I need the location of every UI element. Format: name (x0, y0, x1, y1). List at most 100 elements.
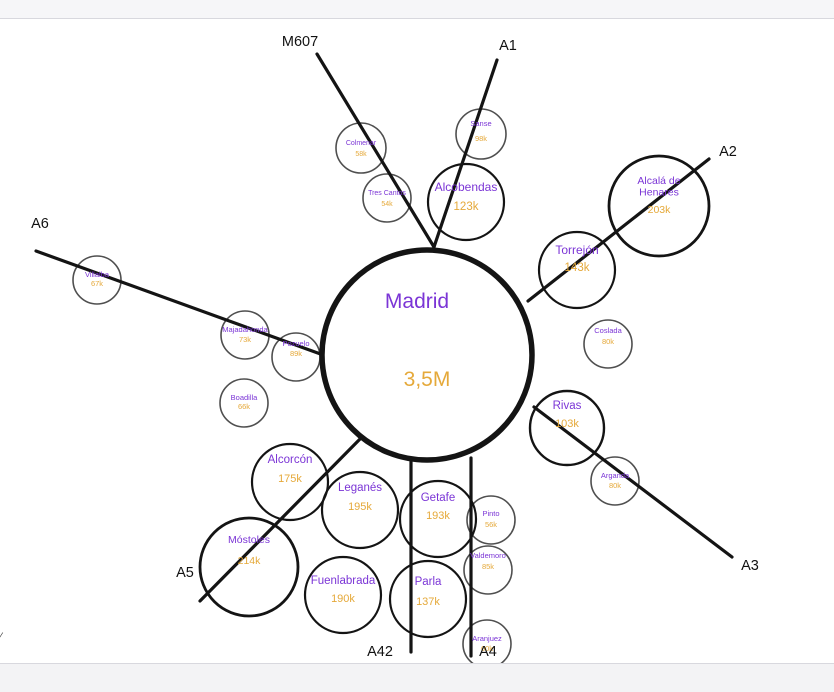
city-circle-parla (388, 559, 468, 639)
city-population-majadahonda: 73k (239, 335, 251, 344)
city-circle-sanse (455, 108, 507, 160)
city-leganes: Leganés 195k (320, 470, 400, 550)
city-name-leganes: Leganés (338, 482, 382, 494)
city-circle-tres-cantos (362, 173, 412, 223)
city-circle-arganda (590, 456, 640, 506)
city-name-tres-cantos: Tres Cantos (368, 190, 406, 197)
city-name-parla: Parla (415, 576, 442, 588)
city-population-colmenar: 58k (355, 151, 367, 158)
city-name-valdemoro: Valdemoro (470, 551, 506, 560)
road-label-a1: A1 (499, 38, 517, 54)
city-name-torrejon: Torrejón (555, 243, 598, 257)
city-alcobendas: Alcobendas 123k (426, 162, 506, 242)
city-circle-leganes (320, 470, 400, 550)
city-population-coslada: 80k (602, 337, 614, 346)
road-label-a42: A42 (367, 644, 393, 660)
city-population-aranjuez: 60k (481, 644, 493, 653)
city-name-boadilla: Boadilla (231, 393, 259, 402)
city-circle-majadahonda (220, 310, 270, 360)
road-label-m607: M607 (282, 34, 318, 50)
city-circle-boadilla (219, 378, 269, 428)
city-pinto: Pinto 56k (466, 495, 516, 545)
city-circle-pinto (466, 495, 516, 545)
bottom-bar (0, 663, 834, 692)
city-valdemoro: Valdemoro 85k (463, 545, 513, 595)
city-population-pinto: 56k (485, 520, 497, 529)
road-label-a2: A2 (719, 144, 737, 160)
city-name-pinto: Pinto (482, 509, 499, 518)
city-name-majadahonda: Majadahonda (222, 325, 268, 334)
city-torrejon: Torrejón 143k (537, 230, 617, 310)
city-population-alcorcon: 175k (278, 473, 302, 485)
corner-mark: ⁄ (0, 632, 2, 642)
city-circle-rivas (528, 389, 606, 467)
city-coslada: Coslada 80k (583, 319, 633, 369)
road-label-a3: A3 (741, 558, 759, 574)
city-circle-madrid (319, 247, 535, 463)
city-colmenar: Colmenar 58k (335, 122, 387, 174)
road-label-a5: A5 (176, 565, 194, 581)
city-population-boadilla: 66k (238, 402, 250, 411)
city-name-rivas: Rivas (553, 400, 582, 412)
city-circle-alcorcon (250, 442, 330, 522)
city-name-mostoles: Móstoles (228, 534, 270, 546)
city-population-alcobendas: 123k (454, 201, 479, 213)
city-population-torrejon: 143k (565, 262, 590, 274)
city-name-colmenar: Colmenar (346, 140, 377, 147)
city-population-fuenlabrada: 190k (331, 593, 355, 605)
city-circle-fuenlabrada (303, 555, 383, 635)
city-name-arganda: Arganda (601, 471, 630, 480)
city-population-mostoles: 214k (238, 555, 262, 567)
city-name-villalba: Villalba (85, 270, 110, 279)
city-fuenlabrada: Fuenlabrada 190k (303, 555, 383, 635)
city-population-leganes: 195k (348, 501, 372, 513)
city-circle-villalba (72, 255, 122, 305)
city-name-madrid: Madrid (385, 290, 449, 313)
city-name-alcorcon: Alcorcón (268, 454, 313, 466)
city-rivas: Rivas 103k (528, 389, 606, 467)
city-population-parla: 137k (416, 596, 440, 608)
top-toolbar (0, 0, 834, 19)
city-name-getafe: Getafe (421, 492, 456, 504)
city-alcorcon: Alcorcón 175k (250, 442, 330, 522)
city-population-rivas: 103k (555, 418, 579, 430)
road-line-a5 (198, 437, 362, 603)
city-circle-coslada (583, 319, 633, 369)
city-madrid: Madrid 3,5M (319, 247, 535, 463)
city-parla: Parla 137k (388, 559, 468, 639)
city-circle-alcala (607, 154, 711, 258)
road-line-a3 (532, 405, 734, 559)
city-name-sanse: Sanse (470, 119, 491, 128)
city-population-tres-cantos: 54k (381, 201, 393, 208)
city-mostoles: Móstoles 214k (198, 516, 300, 618)
city-name-pozuelo: Pozuelo (282, 339, 309, 348)
road-label-a4: A4 (479, 644, 497, 660)
city-name-alcobendas: Alcobendas (435, 180, 498, 194)
city-population-valdemoro: 85k (482, 562, 494, 571)
road-label-a6: A6 (31, 216, 49, 232)
city-population-arganda: 80k (609, 481, 621, 490)
road-line-a2 (526, 157, 711, 303)
city-population-madrid: 3,5M (404, 368, 451, 391)
city-name-coslada: Coslada (594, 326, 622, 335)
city-name-fuenlabrada: Fuenlabrada (311, 575, 376, 587)
city-name-aranjuez: Aranjuez (472, 634, 502, 643)
road-line-m607 (315, 52, 436, 249)
roads-layer (34, 52, 734, 658)
city-population-pozuelo: 89k (290, 349, 302, 358)
road-line-a6 (34, 249, 328, 358)
city-circle-valdemoro (463, 545, 513, 595)
city-circle-alcobendas (426, 162, 506, 242)
